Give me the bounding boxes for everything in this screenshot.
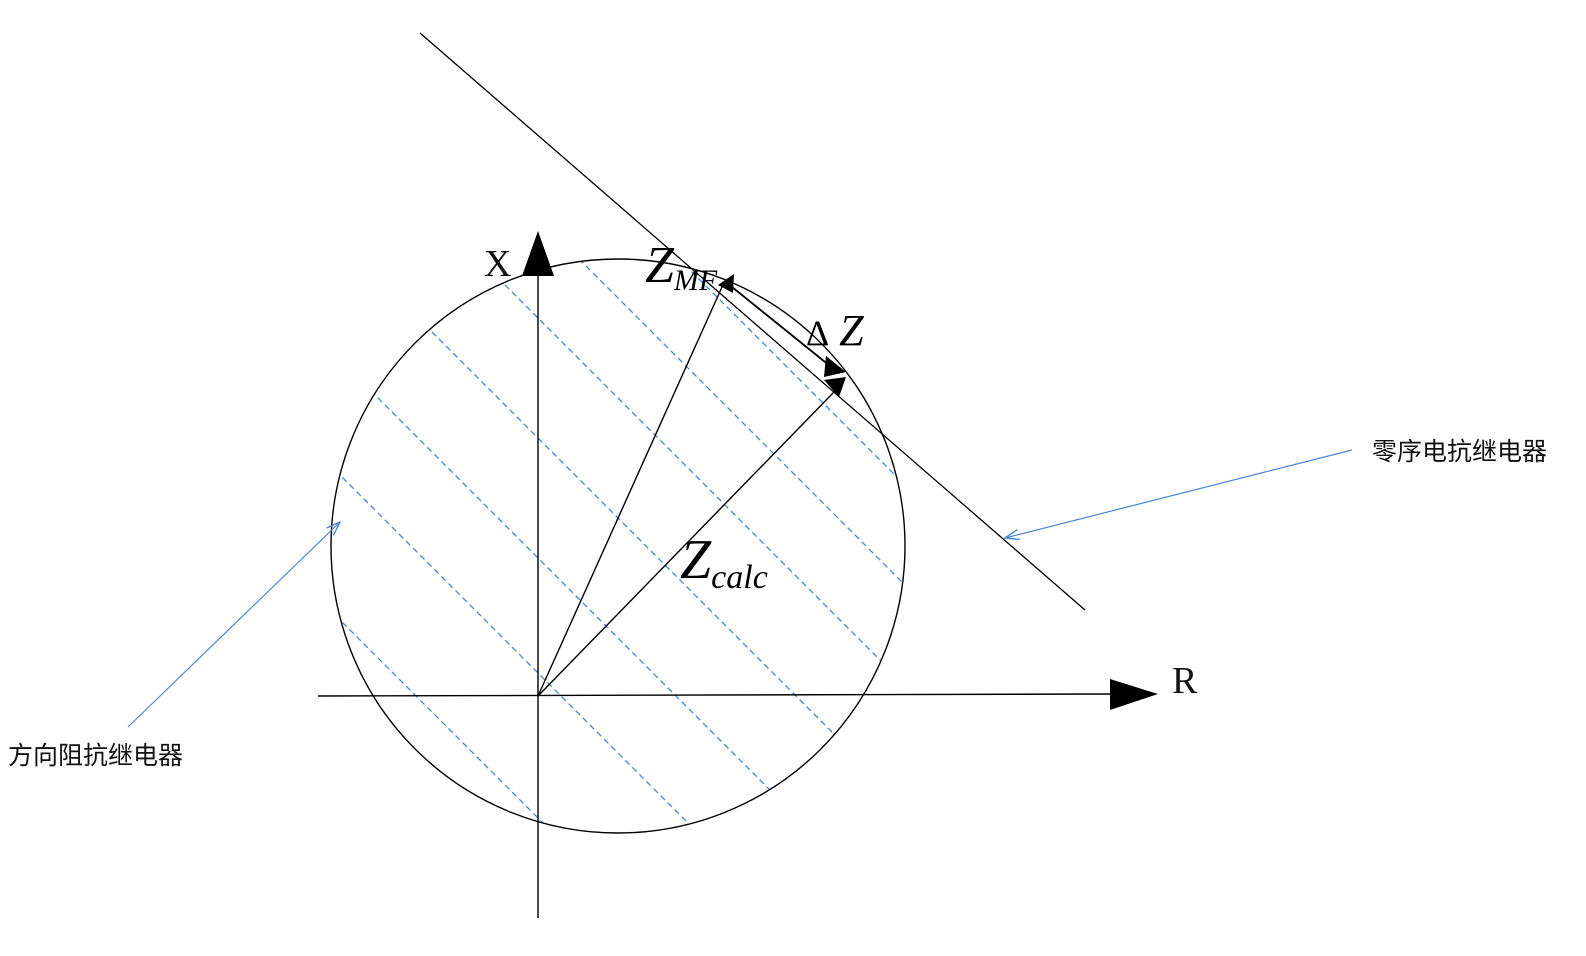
reactance-relay-leader bbox=[1005, 449, 1353, 538]
directional-relay-leader bbox=[127, 522, 340, 728]
x-axis-label: X bbox=[484, 243, 511, 285]
z-mf-arrowhead bbox=[718, 274, 734, 293]
r-axis bbox=[317, 693, 1113, 697]
r-axis-arrowhead bbox=[1110, 679, 1158, 710]
operating-zone-hatching bbox=[331, 259, 905, 833]
delta-z-arrowhead bbox=[824, 356, 846, 377]
z-calc-arrowhead bbox=[824, 377, 846, 397]
x-axis-arrowhead bbox=[522, 231, 554, 276]
delta-z-vector bbox=[731, 286, 831, 367]
reactance-relay-line bbox=[419, 32, 1086, 611]
directional-impedance-circle bbox=[330, 258, 906, 834]
z-calc-label: Zcalc bbox=[680, 529, 768, 596]
reactance-relay-annotation: 零序电抗继电器 bbox=[1372, 437, 1547, 466]
z-mf-label: ZMF bbox=[645, 237, 718, 297]
r-axis-label: R bbox=[1172, 660, 1198, 702]
z-mf-vector bbox=[537, 286, 723, 697]
directional-relay-annotation: 方向阻抗继电器 bbox=[8, 741, 183, 770]
z-calc-vector bbox=[537, 391, 835, 697]
